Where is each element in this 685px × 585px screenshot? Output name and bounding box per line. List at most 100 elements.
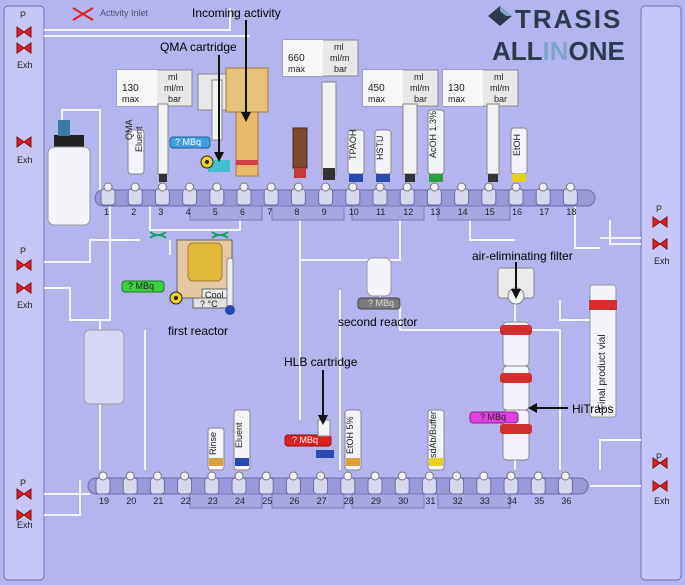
valve-number: 31 [425,496,436,506]
syringe-unit-mlm: ml/m [330,53,350,63]
radiation-icon [200,155,214,169]
manifold-valve-8[interactable] [290,182,306,206]
manifold-valve-13[interactable] [426,182,442,206]
manifold-valve-16[interactable] [508,182,524,206]
side-valve-6[interactable] [16,509,32,521]
manifold-valve-21[interactable] [149,471,165,495]
manifold-valve-24[interactable] [231,471,247,495]
reactor-cool-button[interactable]: Cool [205,290,224,300]
qma-cartridge-label: QMA cartridge [160,40,237,54]
second-reactor-label: second reactor [338,315,418,329]
manifold-valve-27[interactable] [313,471,329,495]
side-valve-7[interactable] [652,216,668,228]
manifold-valve-33[interactable] [476,471,492,495]
manifold-valve-12[interactable] [399,182,415,206]
manifold-valve-10[interactable] [345,182,361,206]
manifold-valve-4[interactable] [182,182,198,206]
side-valve-3[interactable] [16,259,32,271]
reactor-temperature: ? °C [200,299,218,309]
side-valve-5[interactable] [16,488,32,500]
manifold-valve-7[interactable] [263,182,279,206]
syringe-unit-bar: bar [334,64,348,74]
manifold-valve-5[interactable] [209,182,225,206]
left-exh-2: Exh [17,155,33,165]
valve-number: 21 [153,496,164,506]
manifold-valve-6[interactable] [236,182,252,206]
vial-label-qma: QMA [124,119,134,140]
syringe-value: 660 [288,53,305,64]
side-valve-9[interactable] [652,457,668,469]
manifold-valve-1[interactable] [100,182,116,206]
valve-number: 4 [185,207,191,217]
valve-number: 7 [267,207,273,217]
right-panel [640,5,682,581]
valve-number: 11 [376,207,386,217]
manifold-valve-18[interactable] [562,182,578,206]
manifold-valve-25[interactable] [258,471,274,495]
manifold-valve-23[interactable] [204,471,220,495]
left-exh-bottom: Exh [17,520,33,530]
manifold-valve-36[interactable] [557,471,573,495]
manifold-valve-15[interactable] [481,182,497,206]
vial-label-tpaoh: TPAOH [348,129,358,160]
manifold-valve-35[interactable] [530,471,546,495]
vial-label-acoh: AcOH 1.3% [428,110,438,158]
brand-in: IN [542,36,569,66]
syringe-max: max [288,64,306,74]
syringe-max: max [448,94,466,104]
left-p-mid: P [20,246,27,256]
radiation-icon [169,291,183,305]
vial-label-eluent-bottom: Eluent [234,422,244,448]
valve-number: 20 [126,496,137,506]
syringe-display-4[interactable]: 130 max ml ml/m bar [444,71,518,105]
valve-number: 26 [289,496,300,506]
side-valve-10[interactable] [652,480,668,492]
manifold-valve-3[interactable] [154,182,170,206]
manifold-valve-30[interactable] [394,471,410,495]
valve-number: 34 [507,496,518,506]
syringe-display-1[interactable]: 130 max ml ml/m bar [118,71,192,105]
valve-number: 27 [316,496,327,506]
side-valve-0[interactable] [16,26,32,38]
manifold-valve-34[interactable] [503,471,519,495]
manifold-valve-2[interactable] [127,182,143,206]
brand-one: ONE [568,36,625,66]
manifold-valve-9[interactable] [318,182,334,206]
side-valve-2[interactable] [16,136,32,148]
side-valve-8[interactable] [652,238,668,250]
valve-number: 24 [235,496,246,506]
manifold-valve-31[interactable] [421,471,437,495]
manifold-valve-28[interactable] [340,471,356,495]
manifold-valve-20[interactable] [122,471,138,495]
manifold-valve-14[interactable] [454,182,470,206]
valve-number: 18 [566,207,577,217]
final-product-vial-label: Final product vial [597,334,608,410]
valve-number: 1 [104,207,110,217]
incoming-activity-label: Incoming activity [192,6,281,20]
valve-number: 32 [452,496,463,506]
valve-number: 6 [240,207,246,217]
manifold-valve-26[interactable] [285,471,301,495]
manifold-valve-17[interactable] [535,182,551,206]
valve-number: 35 [534,496,545,506]
brand-top: TRASIS [515,4,623,34]
syringe-display-2[interactable]: 660 max ml ml/m bar [284,41,358,75]
reactor2-mbq-tag: ? MBq [368,298,395,308]
left-exh-3: Exh [17,300,33,310]
manifold-valve-32[interactable] [449,471,465,495]
right-p-bottom: P [656,452,663,462]
valve-number: 17 [539,207,550,217]
syringe-display-3[interactable]: 450 max ml ml/m bar [364,71,438,105]
valve-number: 36 [561,496,572,506]
trasis-logo-mark [488,6,512,26]
syringe-max: max [122,94,140,104]
syringe-unit-mlm: ml/m [490,83,510,93]
manifold-valve-29[interactable] [367,471,383,495]
side-valve-4[interactable] [16,282,32,294]
manifold-valve-22[interactable] [177,471,193,495]
side-valve-1[interactable] [16,42,32,54]
manifold-valve-11[interactable] [372,182,388,206]
activity-inlet-label: Activity Inlet [100,8,149,18]
manifold-valve-19[interactable] [95,471,111,495]
syringe-unit-bar: bar [168,94,182,104]
